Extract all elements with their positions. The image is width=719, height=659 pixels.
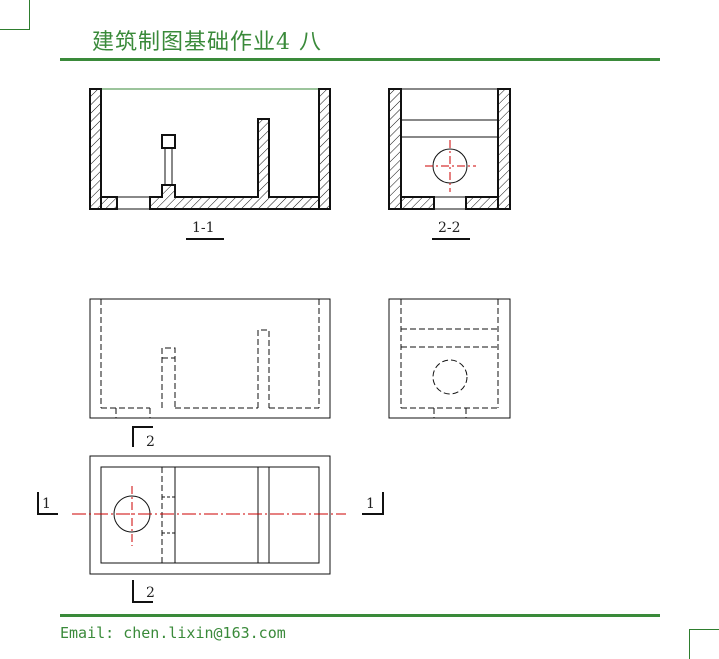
cut-label-1-right: 1: [366, 496, 375, 512]
cut-marker-2-bottom: [132, 580, 153, 603]
cut-marker-1-left: [37, 492, 58, 515]
footer-email: Email: chen.lixin@163.com: [60, 624, 286, 642]
bottom-slab-with-partition: [149, 118, 320, 210]
bottom-slab-right: [465, 196, 499, 210]
cut-marker-2-top: [132, 426, 153, 447]
side-elevation-view: [388, 298, 511, 419]
cut-label-2-bottom: 2: [146, 585, 155, 601]
corner-mark-bottom-right: [689, 629, 719, 659]
corner-mark-top-left: [0, 0, 30, 30]
bottom-slab-left: [400, 196, 435, 210]
elevation-outline: [89, 298, 331, 419]
section-2-2-view: 2-2: [388, 88, 511, 240]
plan-view: 2 2 1 1: [37, 426, 384, 603]
right-wall-section: [497, 88, 511, 210]
cut-label-1-left: 1: [42, 496, 51, 512]
section-1-1-view: 1-1: [89, 88, 331, 240]
plan-outline: [89, 455, 331, 575]
left-wall-section: [89, 88, 102, 210]
right-wall-section: [318, 88, 331, 210]
pipe-section: [161, 134, 176, 149]
cut-marker-1-right: [362, 492, 384, 515]
section-label-2-2: 2-2: [438, 220, 461, 236]
left-wall-section: [388, 88, 402, 210]
cut-label-2-top: 2: [146, 434, 155, 450]
header-rule: [60, 58, 660, 61]
page-title: 建筑制图基础作业4 八: [92, 30, 322, 55]
section-label-1-1: 1-1: [192, 220, 215, 236]
front-elevation-view: [89, 298, 331, 419]
plan-inner-outline: [100, 466, 320, 564]
footer-rule: [60, 614, 660, 617]
elevation-outline: [388, 298, 511, 419]
bottom-slab-left: [100, 196, 118, 210]
